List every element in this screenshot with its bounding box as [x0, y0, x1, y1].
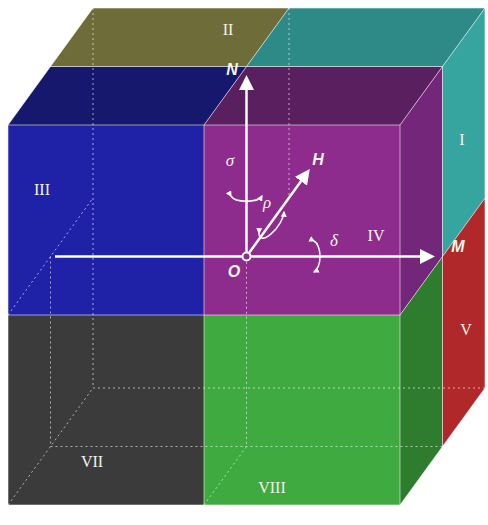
octant-number: V — [460, 322, 472, 338]
octant-face — [204, 315, 400, 505]
octant-number: VIII — [258, 480, 286, 496]
axis-arrow — [245, 78, 248, 257]
octant-number: IV — [368, 228, 385, 244]
axis-name: M — [451, 239, 464, 255]
rotation-symbol: σ — [226, 152, 234, 169]
axis-lines — [55, 78, 432, 257]
octant-number: III — [34, 182, 50, 198]
axis-arrow — [247, 172, 309, 257]
octant-face — [400, 257, 443, 506]
octant-face — [443, 198, 486, 447]
octant-number: VII — [81, 454, 103, 470]
origin-name: O — [228, 264, 240, 280]
cube-edges — [8, 8, 485, 505]
rotation-arrows — [231, 196, 320, 272]
octant-number: I — [459, 132, 464, 148]
axis-name: H — [312, 152, 324, 168]
octant-number: II — [223, 22, 234, 38]
axis-name: N — [226, 62, 238, 78]
octant-face — [204, 125, 400, 315]
rotation-symbol: δ — [330, 232, 338, 249]
rotation-symbol: ρ — [263, 194, 271, 211]
octant-face — [8, 315, 204, 505]
origin-dot — [243, 253, 251, 261]
octant-face — [8, 125, 204, 315]
hidden-edges — [8, 8, 485, 505]
